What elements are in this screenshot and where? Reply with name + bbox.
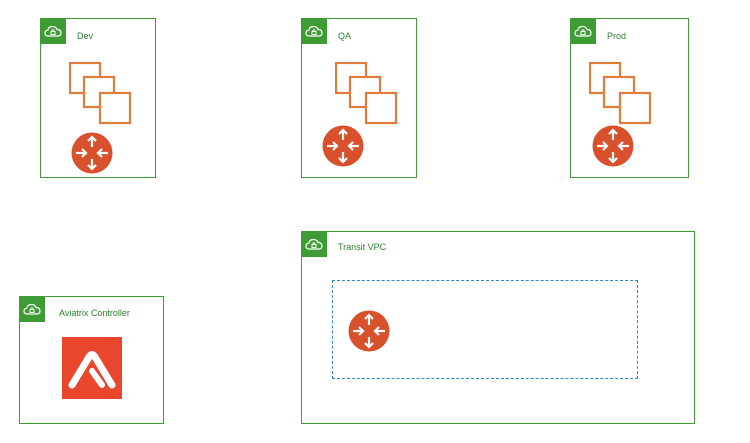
router-icon [348,310,390,352]
router-icon [592,125,634,167]
instances-icon [69,62,132,125]
vpc-aviatrix-controller: Aviatrix Controller [19,296,164,424]
instances-icon [589,62,652,125]
cloud-lock-icon [301,18,327,44]
instances-icon [335,62,398,125]
aviatrix-logo [62,337,122,399]
vpc-dev: Dev [40,18,156,178]
vpc-label-qa: QA [338,31,352,41]
cloud-lock-icon [301,231,327,257]
cloud-lock-icon [570,18,596,44]
cloud-lock-icon [40,18,66,44]
vpc-label-dev: Dev [77,31,94,41]
router-icon [322,125,364,167]
vpc-label-controller: Aviatrix Controller [59,308,130,318]
vpc-label-transit: Transit VPC [338,242,387,252]
vpc-qa: QA [301,18,417,178]
router-icon [71,132,113,174]
vpc-transit: Transit VPC [301,231,695,424]
cloud-lock-icon [19,296,45,322]
vpc-prod: Prod [570,18,689,178]
vpc-label-prod: Prod [607,31,627,41]
subnet-box [332,280,638,379]
